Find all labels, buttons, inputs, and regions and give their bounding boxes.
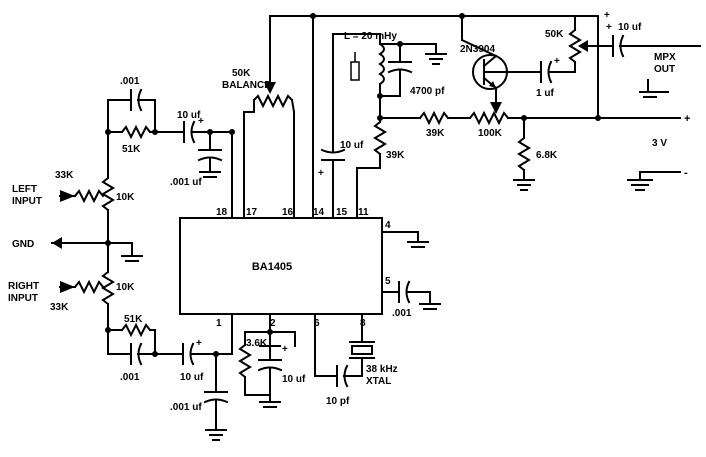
r36k-label: 3.6K [246,338,268,349]
pin-17-label: 17 [246,207,258,218]
right-input-label-2: INPUT [8,293,38,304]
pin-4-label: 4 [385,220,391,231]
pin-15-label: 15 [336,207,348,218]
ic-label: BA1405 [252,261,292,273]
inductor-label: L = 20 mHy [344,31,397,42]
c4700pf-label: 4700 pf [410,86,445,97]
c10uf-bottom-label: 10 uf [180,372,204,383]
c10uf-out-plus: + [606,22,612,33]
pin-16-label: 16 [282,207,294,218]
crystal-38khz [351,345,373,355]
xtal-label-1: 38 kHz [366,364,398,375]
pot-100k [468,110,510,126]
supply-voltage-label: 3 V [652,138,667,149]
c001-bottom-label: .001 [120,372,140,383]
inductor-core-icon [350,61,360,81]
pot-10k-left [101,176,115,212]
inductor-20mhy [378,42,385,86]
pot-50k-balance [252,93,294,109]
resistor-51k-top [120,124,152,140]
left-input-label-2: INPUT [12,196,42,207]
pot100k-label: 100K [478,128,503,139]
balance-label-1: 50K [232,68,251,79]
c10uf-top-plus: + [198,116,204,127]
c1uf-plus: + [554,56,560,67]
pin-1-label: 1 [216,318,222,329]
resistor-39k-vertical [373,120,387,156]
supply-plus-label: + [684,113,690,125]
c10uf-pin15-label: 10 uf [340,140,364,151]
resistor-6-8k [517,136,531,172]
c001-pin5-label: .001 [392,308,412,319]
transistor-label: 2N3904 [460,44,495,55]
c10uf-pin2-label: 10 uf [282,374,306,385]
left-input-arrow-icon [60,190,75,202]
resistor-3-6k [238,343,252,379]
mpx-out-label-2: OUT [654,64,675,75]
pot-50k-wiper-icon [578,40,588,52]
pot-50k-output [568,28,582,64]
emitter-arrow-icon [489,81,496,88]
c001uf-top-label: .001 uf [170,177,202,188]
pot10k-left-label: 10K [116,192,135,203]
r51k-top-label: 51K [122,144,141,155]
c10pf-label: 10 pf [326,396,350,407]
r68k-label: 6.8K [536,150,558,161]
pin-6-label: 6 [314,318,320,329]
top-rail-plus: + [604,10,610,21]
pot-100k-wiper-icon [490,102,502,114]
supply-minus-label: - [684,167,688,179]
balance-label-2: BALANCE [222,80,271,91]
resistor-51k-bottom [120,322,152,338]
gnd-label: GND [12,239,34,250]
c001uf-bottom-label: .001 uf [170,402,202,413]
balance-wiper-icon [264,82,276,94]
left-input-label-1: LEFT [12,184,37,195]
r51k-bottom-label: 51K [124,314,143,325]
c1uf-label: 1 uf [536,88,554,99]
c10uf-out-label: 10 uf [618,22,642,33]
resistor-39k-horizontal [418,110,450,126]
pot-10k-right [101,270,115,306]
pin-18-label: 18 [216,207,228,218]
gnd-arrow-icon [52,237,62,249]
c10uf-top-label: 10 uf [177,110,201,121]
r39k-vert-label: 39K [386,150,405,161]
pin-14-label: 14 [313,207,325,218]
ic-ba1405 [179,217,383,315]
r33k-right-label: 33K [50,302,69,313]
right-input-arrow-icon [60,281,75,293]
mpx-out-label-1: MPX [654,52,676,63]
r33k-left-label: 33K [55,170,74,181]
c10uf-bottom-plus: + [196,338,202,349]
c001-top-label: .001 [120,76,140,87]
pin-11-label: 11 [358,207,369,218]
c10uf-pin15-plus: + [318,168,324,179]
resistor-33k-left [73,188,105,204]
xtal-label-2: XTAL [366,376,391,387]
pot50k-label: 50K [545,29,564,40]
pin-2-label: 2 [270,318,276,329]
right-input-label-1: RIGHT [8,281,39,292]
resistor-33k-right [73,279,105,295]
pot10k-right-label: 10K [116,282,135,293]
c10uf-pin2-plus: + [282,344,288,355]
r39k-horiz-label: 39K [426,128,445,139]
pin-5-label: 5 [385,276,391,287]
